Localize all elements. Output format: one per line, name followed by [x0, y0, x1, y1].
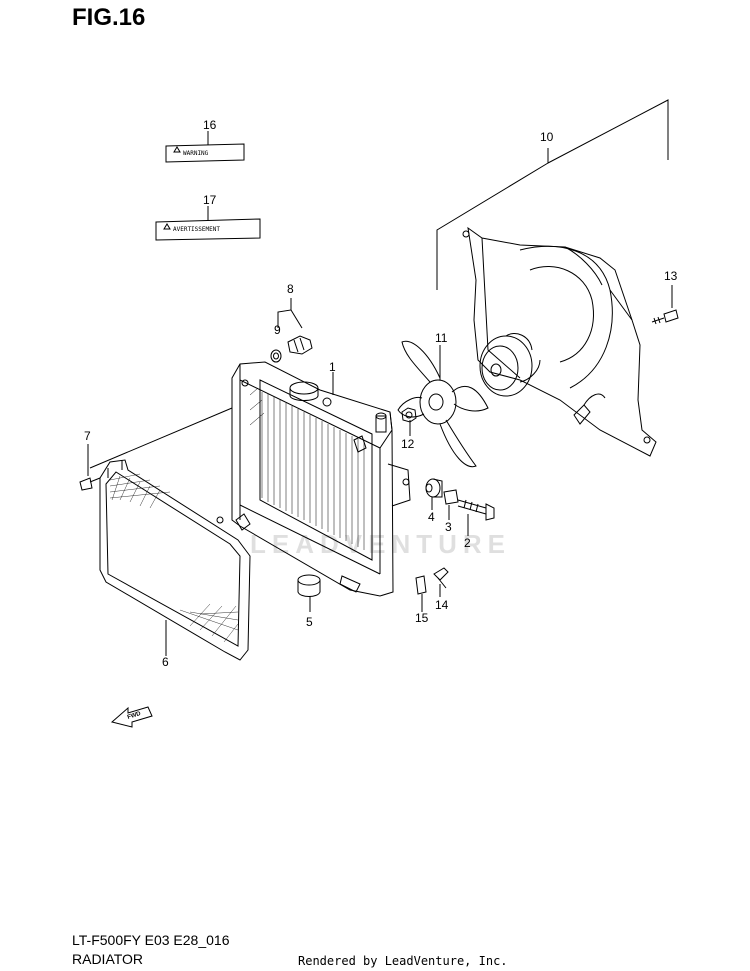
radiator-core[interactable]: [231, 361, 411, 597]
radiator-screen[interactable]: [99, 459, 251, 661]
warning-label-decal[interactable]: WARNING: [165, 143, 245, 163]
callout-9: 9: [274, 323, 281, 337]
callout-2: 2: [464, 536, 471, 550]
watermark-text: LEADVENTURE: [250, 529, 511, 559]
callout-13: 13: [664, 269, 678, 283]
figure-title: FIG.16: [72, 4, 146, 31]
drain-plug-8[interactable]: [287, 335, 313, 355]
callout-10: 10: [540, 130, 554, 144]
warning-label-text: WARNING: [183, 150, 209, 157]
nut-12[interactable]: [401, 407, 417, 423]
callout-3: 3: [445, 520, 452, 534]
leadventure-watermark: LEADVENTURE: [250, 529, 511, 559]
fwd-arrow-text: FWD: [127, 711, 142, 721]
collar-3[interactable]: [443, 489, 459, 505]
fan-shroud[interactable]: [462, 226, 657, 457]
section-name: RADIATOR: [72, 951, 144, 967]
bolt-13[interactable]: [651, 309, 679, 325]
bolt-2[interactable]: [457, 499, 495, 521]
callout-5: 5: [306, 615, 313, 629]
callout-15: 15: [415, 611, 429, 625]
callout-12: 12: [401, 437, 415, 451]
callout-1: 1: [329, 360, 336, 374]
callout-6: 6: [162, 655, 169, 669]
callout-11: 11: [435, 331, 448, 345]
callout-17: 17: [203, 193, 217, 207]
callout-numbers: 16 17 10 13 8 9 11 1 12 7 4 3 2 14 5 15 …: [84, 118, 678, 669]
avertissement-label-decal[interactable]: AVERTISSEMENT: [155, 218, 261, 241]
callout-8: 8: [287, 282, 294, 296]
fwd-arrow: FWD: [110, 706, 153, 728]
callout-7: 7: [84, 429, 91, 443]
model-code: LT-F500FY E03 E28_016: [72, 932, 230, 948]
fan-motor[interactable]: [479, 333, 541, 397]
bolt-14[interactable]: [433, 567, 449, 589]
screw-7[interactable]: [79, 477, 101, 491]
callout-4: 4: [428, 510, 435, 524]
clip-15[interactable]: [415, 575, 427, 595]
o-ring-9[interactable]: [270, 349, 282, 363]
callout-16: 16: [203, 118, 217, 132]
fan-blade[interactable]: [397, 340, 489, 468]
avertissement-label-text: AVERTISSEMENT: [173, 226, 220, 233]
grommet-4[interactable]: [425, 478, 443, 498]
callout-14: 14: [435, 598, 449, 612]
cushion-5[interactable]: [297, 574, 321, 597]
rendered-by-credit: Rendered by LeadVenture, Inc.: [298, 954, 508, 968]
